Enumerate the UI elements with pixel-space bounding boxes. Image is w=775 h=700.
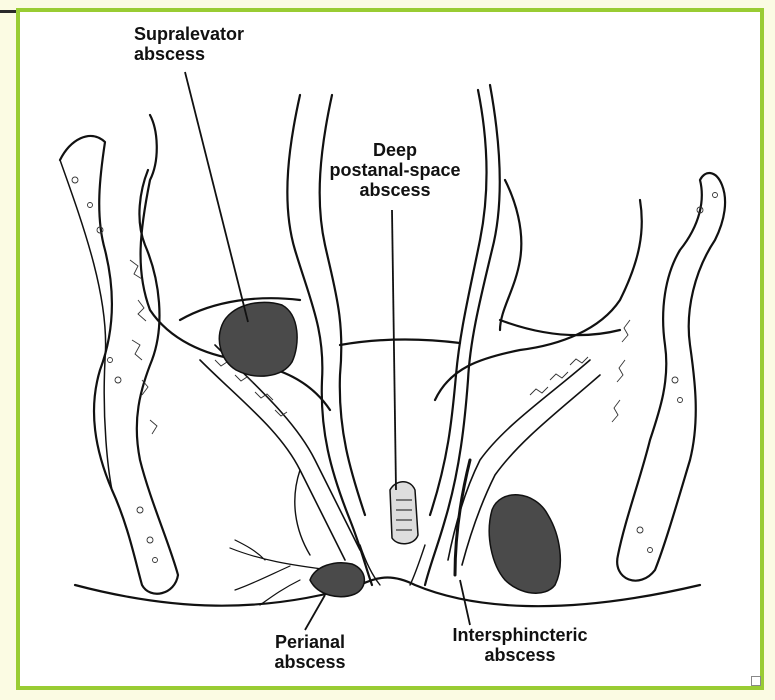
right-levator — [435, 200, 642, 400]
right-pelvic-bone — [617, 173, 725, 581]
deep-postanal-pointer — [392, 210, 396, 490]
perianal-pointer — [305, 595, 325, 630]
intersphincteric-abscess-label: Intersphincteric abscess — [405, 625, 635, 665]
supralevator-abscess — [219, 302, 297, 376]
perianal-abscess-label: Perianal abscess — [245, 632, 375, 672]
corner-mark — [751, 676, 761, 686]
supralevator-abscess-label: Supralevator abscess — [134, 24, 244, 64]
intersphincteric-abscess — [489, 495, 560, 593]
perineum-line — [75, 578, 700, 607]
deep-postanal-abscess — [390, 482, 418, 544]
deep-postanal-abscess-label: Deep postanal-space abscess — [290, 140, 500, 200]
intersphincteric-pointer — [460, 580, 470, 625]
left-pelvic-bone — [60, 136, 178, 594]
left-sphincter — [200, 360, 345, 560]
supralevator-pointer — [185, 72, 248, 322]
